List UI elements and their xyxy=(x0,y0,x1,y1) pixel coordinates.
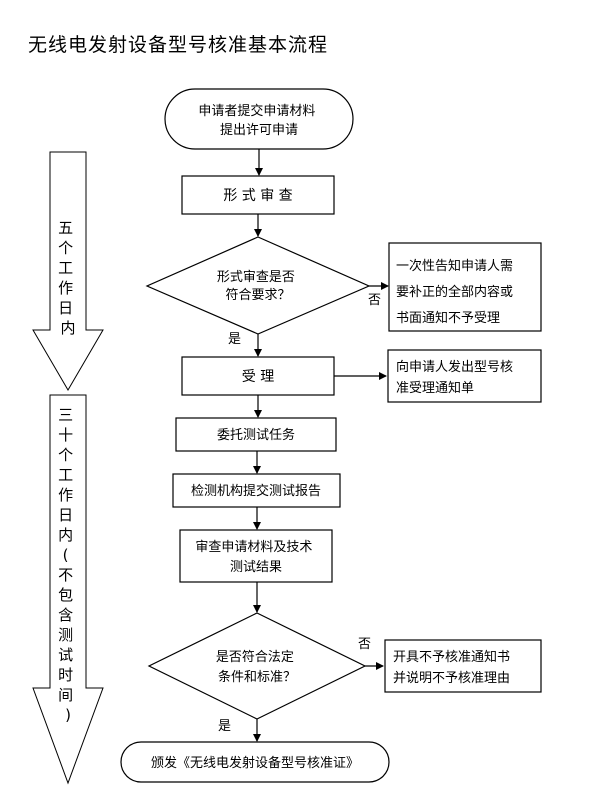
start-node-apply-label: 申请者提交申请材料 提出许可申请 xyxy=(198,103,319,138)
box-accept xyxy=(181,356,335,396)
box-report xyxy=(172,473,341,508)
end-node-issue-label: 颁发《无线电发射设备型号核准证》 xyxy=(151,755,359,771)
box-reject-notice-label: 开具不予核准通知书 并说明不予核准理由 xyxy=(393,649,514,686)
timeline-label-five-days: 五 个 工 作 日 内 xyxy=(58,219,78,337)
box-commission-label: 委托测试任务 xyxy=(217,427,295,443)
decision-compliance-label: 是否符合法定 条件和标准？ xyxy=(216,649,298,685)
box-accept-notice-label: 向申请人发出型号核 准受理通知单 xyxy=(396,359,517,396)
page-title: 无线电发射设备型号核准基本流程 xyxy=(28,34,329,56)
label-yes-1: 是 xyxy=(228,332,241,347)
box-formal-review-label: 形 式 审 查 xyxy=(223,188,292,204)
box-commission xyxy=(175,417,337,452)
timeline-arrow-thirty-days xyxy=(32,394,104,785)
box-formal-review xyxy=(181,175,335,215)
label-no-1: 否 xyxy=(368,293,381,308)
box-review xyxy=(179,529,333,583)
box-review-label: 审查申请材料及技术 测试结果 xyxy=(195,540,316,575)
box-report-label: 检测机构提交测试报告 xyxy=(191,483,321,499)
timeline-arrow-five-days xyxy=(32,151,104,391)
box-reject-notice xyxy=(384,639,542,693)
end-node-issue xyxy=(120,741,390,783)
decision-formal-review xyxy=(145,236,371,335)
box-notify-supplement xyxy=(388,242,542,332)
decision-formal-review-label: 形式审查是否 符合要求？ xyxy=(217,270,299,303)
box-notify-supplement-label: 一次性告知申请人需 要补正的全部内容或 书面通知不予受理 xyxy=(396,258,517,326)
label-yes-2: 是 xyxy=(218,719,231,734)
box-accept-notice xyxy=(387,349,542,403)
start-node-apply xyxy=(164,88,354,150)
decision-compliance xyxy=(147,612,367,720)
box-accept-label: 受 理 xyxy=(242,369,274,385)
timeline-label-thirty-days: 三 十 个 工 作 日 内 ( 不 包 含 测 试 时 间 ) xyxy=(58,406,78,724)
label-no-2: 否 xyxy=(358,637,371,652)
